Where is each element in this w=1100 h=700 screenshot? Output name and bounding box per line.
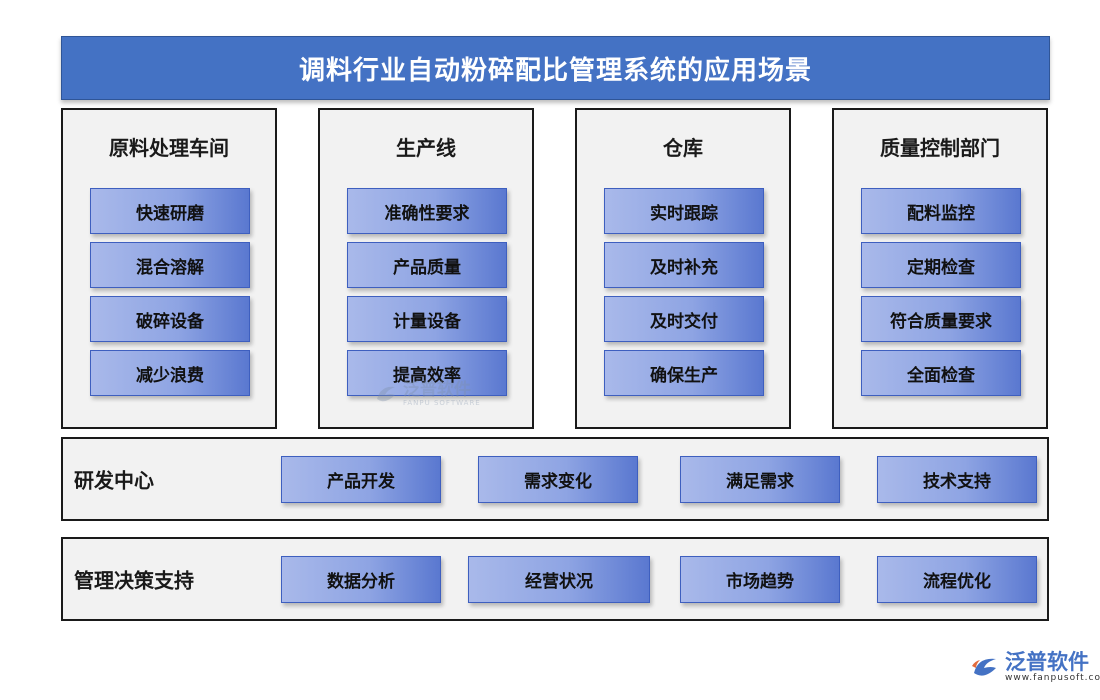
brand-logo: 泛普软件 www.fanpusoft.com (970, 651, 1100, 683)
item-box: 破碎设备 (90, 296, 250, 342)
item-box: 满足需求 (680, 456, 840, 503)
item-box: 及时交付 (604, 296, 764, 342)
item-box: 需求变化 (478, 456, 638, 503)
item-box: 确保生产 (604, 350, 764, 396)
item-box: 减少浪费 (90, 350, 250, 396)
item-box: 混合溶解 (90, 242, 250, 288)
item-box: 全面检查 (861, 350, 1021, 396)
dept-title: 生产线 (396, 136, 456, 160)
item-box: 技术支持 (877, 456, 1037, 503)
dept-title: 质量控制部门 (880, 136, 1000, 160)
watermark-text: 泛普软件 (403, 379, 471, 400)
row-rd-center: 研发中心 产品开发 需求变化 满足需求 技术支持 (61, 437, 1049, 521)
item-box: 定期检查 (861, 242, 1021, 288)
item-box: 准确性要求 (347, 188, 507, 234)
logo-url: www.fanpusoft.com (1005, 673, 1100, 683)
row-title: 研发中心 (74, 468, 154, 493)
dept-title: 原料处理车间 (109, 136, 229, 160)
dept-raw-material: 原料处理车间 快速研磨 混合溶解 破碎设备 减少浪费 (61, 108, 277, 429)
row-title: 管理决策支持 (74, 568, 194, 593)
watermark: 泛普软件 FANPU SOFTWARE (373, 381, 481, 407)
item-box: 流程优化 (877, 556, 1037, 603)
fanpu-logo-icon (377, 386, 395, 402)
item-box: 数据分析 (281, 556, 441, 603)
dept-quality-control: 质量控制部门 配料监控 定期检查 符合质量要求 全面检查 (832, 108, 1048, 429)
dept-production-line: 生产线 准确性要求 产品质量 计量设备 提高效率 (318, 108, 534, 429)
item-box: 产品开发 (281, 456, 441, 503)
item-box: 及时补充 (604, 242, 764, 288)
item-box: 快速研磨 (90, 188, 250, 234)
dept-title: 仓库 (663, 136, 703, 160)
logo-name: 泛普软件 (1005, 650, 1089, 674)
row-management-decision: 管理决策支持 数据分析 经营状况 市场趋势 流程优化 (61, 537, 1049, 621)
item-box: 市场趋势 (680, 556, 840, 603)
item-box: 产品质量 (347, 242, 507, 288)
item-box: 经营状况 (468, 556, 650, 603)
diagram-title: 调料行业自动粉碎配比管理系统的应用场景 (61, 36, 1050, 100)
dept-warehouse: 仓库 实时跟踪 及时补充 及时交付 确保生产 (575, 108, 791, 429)
item-box: 提高效率 (347, 350, 507, 396)
item-box: 符合质量要求 (861, 296, 1021, 342)
item-box: 配料监控 (861, 188, 1021, 234)
item-box: 实时跟踪 (604, 188, 764, 234)
watermark-subtext: FANPU SOFTWARE (403, 398, 481, 407)
item-box: 计量设备 (347, 296, 507, 342)
fanpu-logo-icon (972, 658, 996, 676)
